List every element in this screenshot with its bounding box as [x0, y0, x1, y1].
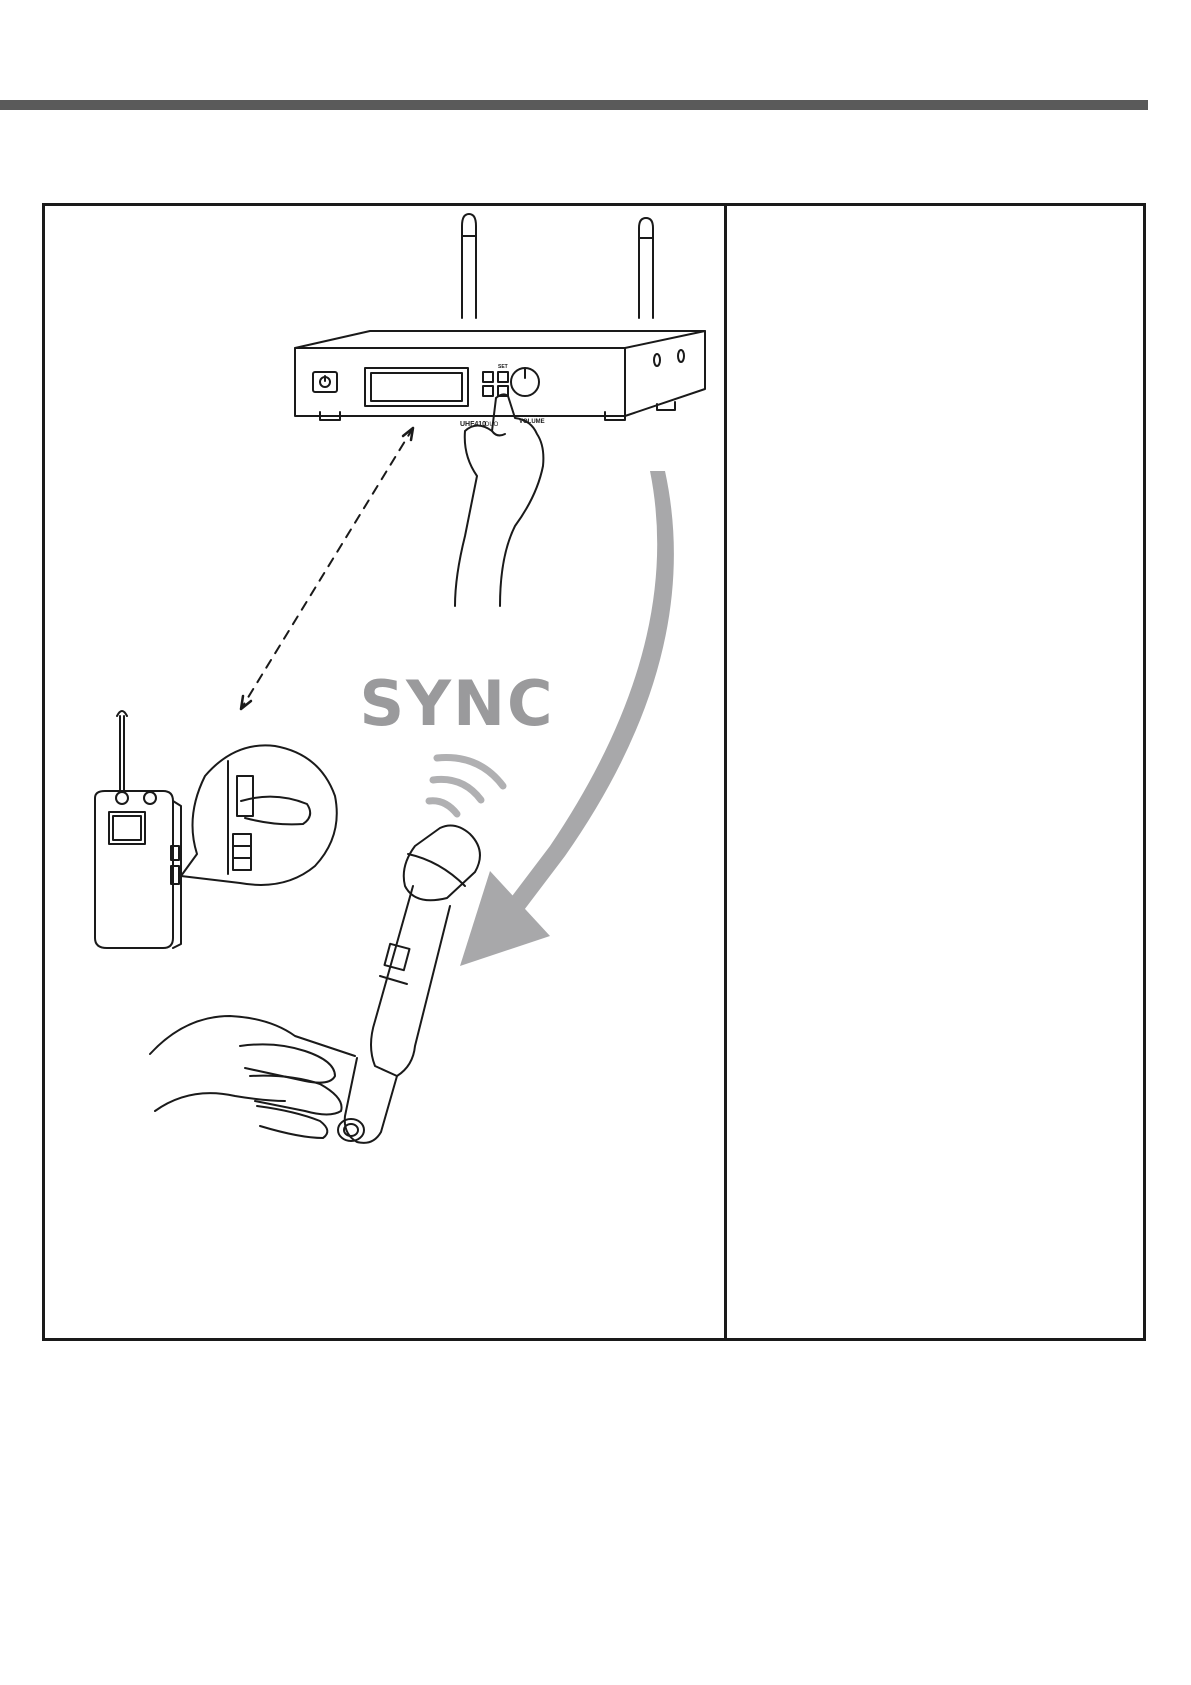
signal-waves-icon: [429, 758, 503, 814]
header-rule: [0, 100, 1148, 110]
sync-label: SYNC: [360, 667, 555, 740]
receiver-model-suffix: DUO: [485, 422, 499, 428]
right-text-panel: [727, 206, 1143, 1338]
handheld-microphone-icon: [338, 826, 480, 1143]
receiver-antenna-right: [639, 218, 653, 318]
set-label: SET: [498, 364, 508, 370]
receiver-model-label: UHF410: [460, 421, 486, 428]
link-arrowhead-bottom: [241, 696, 251, 709]
receiver-unit: [295, 331, 705, 420]
receiver-antenna-left: [462, 214, 476, 318]
volume-label: VOLUME: [519, 419, 545, 425]
bodypack-transmitter: [95, 711, 181, 948]
sync-button-callout: [181, 745, 337, 885]
holding-hand-icon: [150, 1016, 355, 1138]
sync-illustration: SYNC UHF410 DUO VOLUME SET: [45, 206, 724, 1338]
link-arrowhead-top: [403, 428, 413, 440]
